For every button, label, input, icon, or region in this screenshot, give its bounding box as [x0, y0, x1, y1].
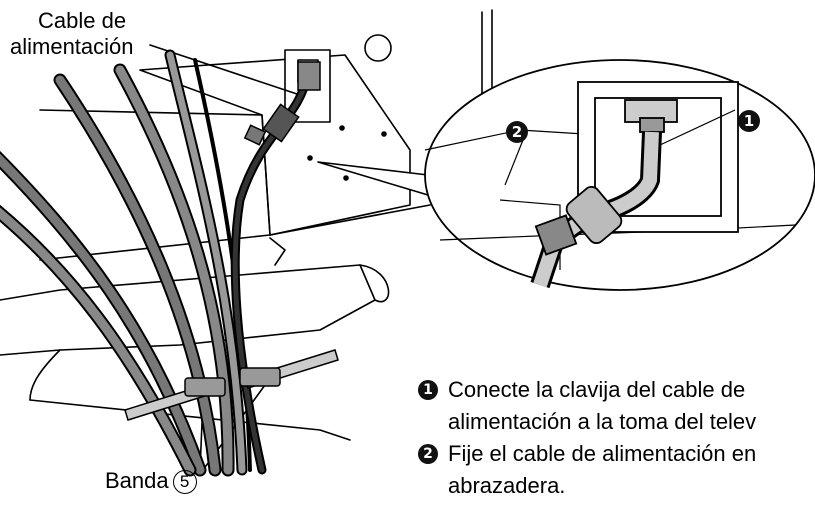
cable-clamp-panel: [243, 124, 267, 146]
ferrite-core: [262, 103, 300, 143]
zoom-clamp: [534, 214, 578, 256]
banda-label-text: Banda: [105, 468, 169, 493]
step-2-line2: abrazadera.: [448, 473, 566, 498]
step-2-number: 2: [418, 444, 438, 464]
instruction-steps: 1 Conecte la clavija del cable de alimen…: [418, 374, 815, 502]
zoom-callout-1: 1: [738, 110, 760, 132]
power-plug: [297, 61, 321, 91]
zoom-ferrite: [565, 186, 623, 244]
zoom-detail: [424, 59, 815, 291]
banda-ties: [124, 349, 339, 421]
step-2-line1: Fije el cable de alimentación en: [448, 441, 757, 466]
step-1-number: 1: [418, 380, 438, 400]
cable-label-line1: Cable de: [38, 8, 127, 33]
cable-label-line2: alimentación: [10, 34, 134, 59]
panel-hole: [364, 34, 392, 62]
step-1-line2: alimentación a la toma del telev: [448, 409, 757, 434]
step-1: 1 Conecte la clavija del cable de alimen…: [418, 374, 815, 438]
step-1-line1: Conecte la clavija del cable de: [448, 377, 746, 402]
zoom-pointer: [317, 161, 429, 196]
zoom-callout-2: 2: [506, 121, 528, 143]
step-2: 2 Fije el cable de alimentación en abraz…: [418, 438, 815, 502]
banda-number-circle: 5: [172, 470, 197, 494]
cable-label: Cable de alimentación: [10, 8, 134, 60]
